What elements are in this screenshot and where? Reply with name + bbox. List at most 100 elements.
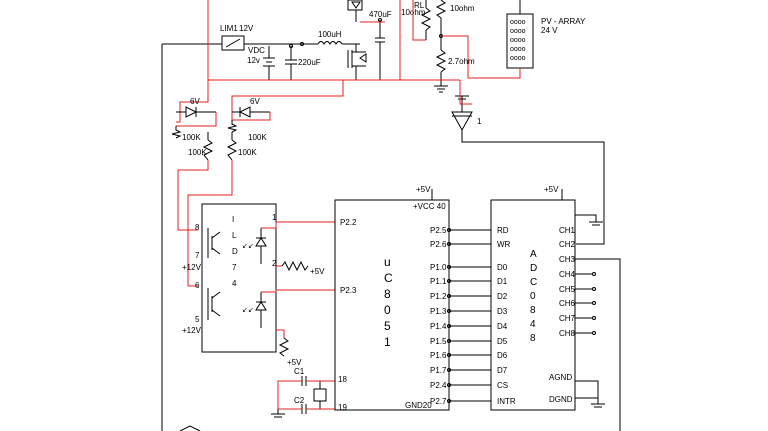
mosfet-upper: 470uF	[347, 0, 392, 22]
ild74-pin-5: 5	[195, 315, 200, 324]
r100k-c-label: 100K	[188, 148, 207, 157]
mcu-pin-label: P1.4	[430, 322, 447, 331]
ild74-pin-7: 7	[195, 251, 200, 260]
zener-1: 6V	[176, 97, 216, 118]
mcu-char-6: 1	[384, 335, 391, 349]
pullup-5v-label: +5V	[287, 358, 302, 367]
pin-marker	[447, 399, 451, 403]
ild74-char-4: 7	[232, 263, 237, 272]
pin-marker	[447, 339, 451, 343]
adc-dgnd-label: DGND	[549, 395, 573, 404]
mosfet-lower	[347, 44, 367, 80]
ild74-char-2: L	[232, 231, 237, 240]
adc-char-6: 4	[530, 319, 536, 330]
adc-0848: A D C 0 8 4 8 +5V AGND DGND RDWRD0D1D2D3…	[490, 185, 621, 431]
pullup-resistor: +5V	[276, 329, 302, 367]
cap-220uf-label: 220uF	[298, 58, 321, 67]
svg-text:oooo: oooo	[510, 28, 526, 35]
adc-channel-label: CH3	[559, 255, 576, 264]
mcu-char-5: 5	[384, 319, 391, 333]
svg-text:oooo: oooo	[510, 46, 526, 53]
resistor-100k-a: 100K	[171, 126, 201, 142]
svg-text:↙↙: ↙↙	[242, 243, 254, 250]
pv-voltage: 24 V	[541, 26, 558, 35]
mcu-char-3: 8	[384, 287, 391, 301]
adc-agnd-label: AGND	[549, 373, 572, 382]
mcu-pin18-label: 18	[338, 375, 347, 384]
cap-470uf-label: 470uF	[369, 10, 392, 19]
mcu-char-4: 0	[384, 303, 391, 317]
inductor-label: 100uH	[318, 30, 342, 39]
lim1-block: LIM1 12V VDC	[161, 24, 265, 431]
ild74-pin-2: 2	[272, 259, 277, 268]
crystal-circuit: C1 C2	[271, 367, 335, 418]
adc-left-pin-label: D7	[497, 366, 508, 375]
adc-char-3: C	[530, 277, 537, 288]
svg-text:oooo: oooo	[510, 19, 526, 26]
lim1-box	[221, 35, 245, 51]
adc-left-pin-label: RD	[497, 226, 509, 235]
adc-body	[490, 199, 576, 411]
resistor-rl: RL 10ohm	[401, 0, 432, 40]
adc-char-5: 8	[530, 305, 536, 316]
mcu-body	[334, 199, 450, 411]
adc-left-pin-label: D1	[497, 277, 508, 286]
pin-marker	[447, 279, 451, 283]
adc-left-pin-label: CS	[497, 381, 508, 390]
pin-marker	[447, 368, 451, 372]
adc-left-pin-label: D5	[497, 337, 508, 346]
adc-channel-label: CH5	[559, 285, 576, 294]
r100k-b-label: 100K	[248, 133, 267, 142]
mcu-char-2: C	[384, 271, 393, 285]
mcu-pin-label: P1.7	[430, 366, 447, 375]
mcu-pin-label: P1.5	[430, 337, 447, 346]
inductor-100uh: 100uH	[317, 30, 343, 45]
rl-name: RL	[414, 1, 425, 10]
mcu-pin-label: P2.5	[430, 226, 447, 235]
mcu-gnd-label: GND20	[405, 401, 432, 410]
channel-terminal	[592, 272, 596, 276]
adc-channel-label: CH2	[559, 240, 576, 249]
mcu-pin-label: P1.2	[430, 292, 447, 301]
mcu-right-pins: P2.5P2.6P1.0P1.1P1.2P1.3P1.4P1.5P1.6P1.7…	[430, 226, 491, 406]
battery-label: 12v	[247, 56, 260, 65]
zener-2-label: 6V	[250, 97, 260, 106]
pin-marker	[447, 353, 451, 357]
resistor-100k-b: 100K	[227, 120, 267, 142]
adc-left-pin-label: D6	[497, 351, 508, 360]
ild74-supply-b: +12V	[182, 326, 202, 335]
channel-terminal	[592, 301, 596, 305]
adc-channel-label: CH6	[559, 299, 576, 308]
adc-left-pin-label: D2	[497, 292, 508, 301]
adc-left-pin-label: INTR	[497, 397, 516, 406]
battery: 12v	[247, 46, 275, 80]
mcu-char-1: u	[384, 255, 391, 269]
r100k-a-label: 100K	[182, 133, 201, 142]
ild74-char-1: I	[232, 215, 234, 224]
mcu-pin-label: P2.7	[430, 397, 447, 406]
c1-label: C1	[294, 367, 305, 376]
adc-channel-label: CH4	[559, 270, 576, 279]
resistor-ld-5v: +5V	[281, 260, 325, 276]
ild74-pin-1: 1	[272, 213, 277, 222]
mcu-vcc-label: +VCC 40	[413, 202, 446, 211]
zener-2: 6V	[232, 97, 270, 118]
pin-marker	[447, 324, 451, 328]
pv-label: PV - ARRAY	[541, 17, 586, 26]
ild74-char-5: 4	[232, 279, 237, 288]
zener-1-label: 6V	[190, 97, 200, 106]
pin-marker	[447, 383, 451, 387]
ild74-pin-8: 8	[195, 223, 200, 232]
pv-array: oooo oooo oooo oooo oooo PV - ARRAY 24 V	[506, 0, 586, 69]
pin-marker	[447, 228, 451, 232]
cap-470uf	[375, 18, 385, 80]
lim1-label: LIM1	[220, 24, 238, 33]
adc-char-7: 8	[530, 333, 536, 344]
pin-marker	[447, 265, 451, 269]
ild74-pin-6: 6	[195, 281, 200, 290]
mcu-p22-label: P2.2	[340, 218, 357, 227]
svg-text:oooo: oooo	[510, 55, 526, 62]
